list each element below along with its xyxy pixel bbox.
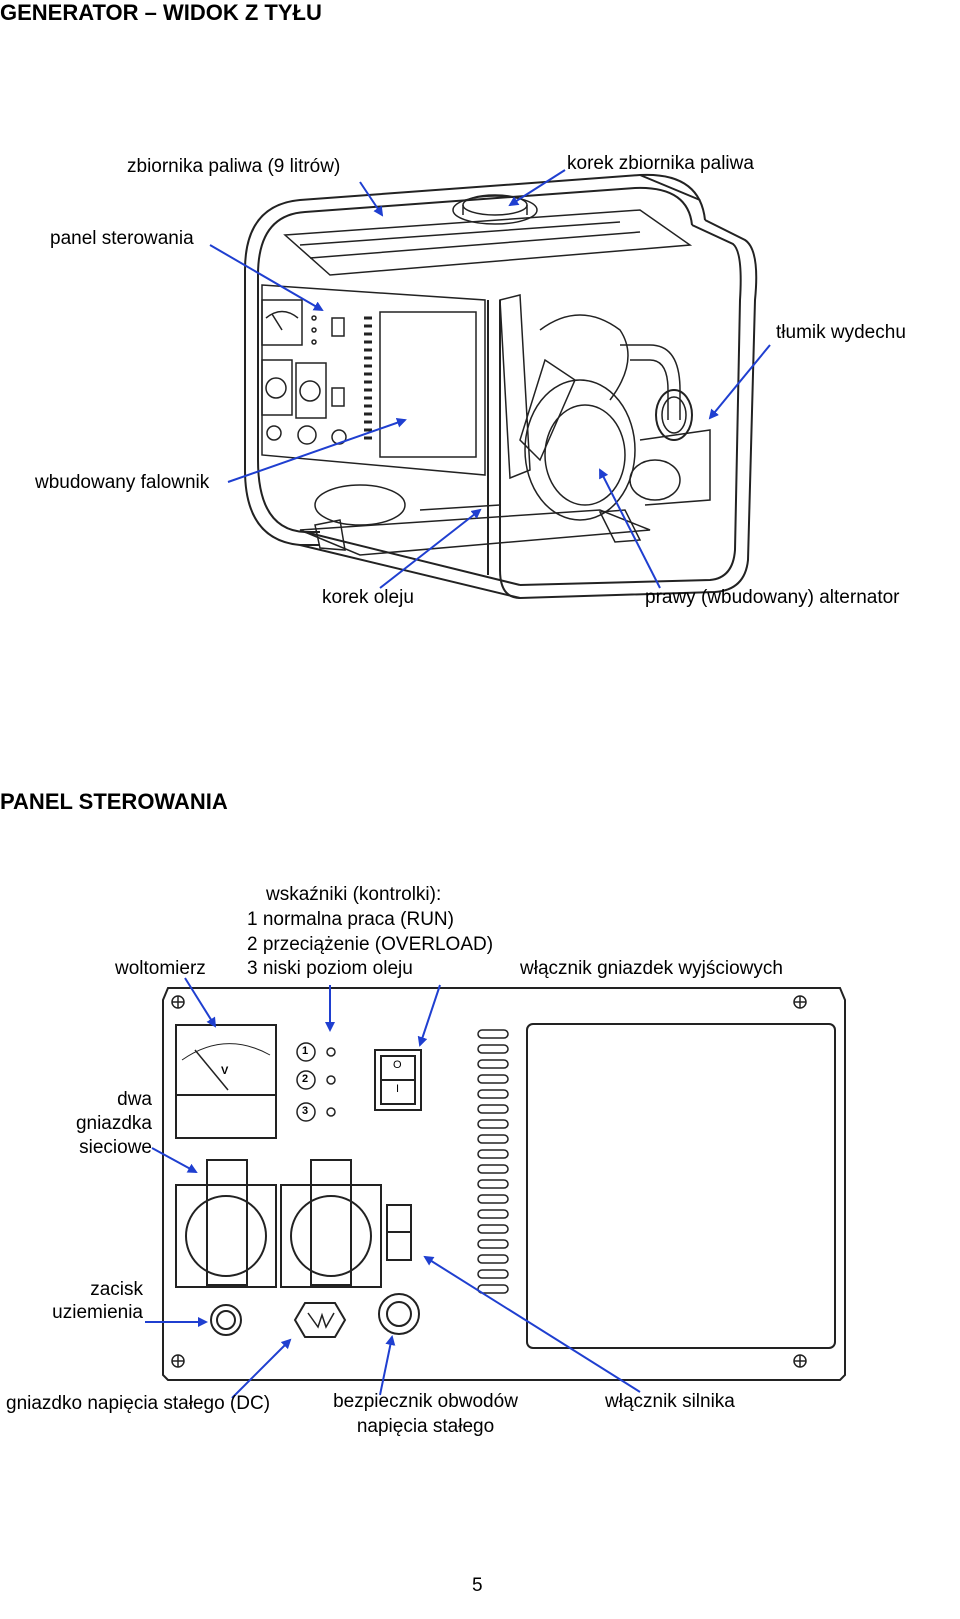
indicator-number-1: 1 — [302, 1045, 309, 1057]
label-sockets-3: sieciowe — [79, 1137, 152, 1158]
label-ground-1: zacisk — [90, 1279, 143, 1300]
generator-frame — [244, 173, 758, 599]
panel-vents — [364, 316, 372, 440]
label-fuel-cap: korek zbiornika paliwa — [567, 153, 754, 174]
label-voltmeter: woltomierz — [115, 958, 206, 979]
label-ground-2: uziemienia — [52, 1302, 143, 1323]
label-outlet-switch: włącznik gniazdek wyjściowych — [520, 958, 783, 979]
panel-screws — [171, 995, 807, 1368]
switch-off-mark: O — [393, 1059, 402, 1071]
panel-detail-vents — [477, 1029, 509, 1294]
label-inverter: wbudowany falownik — [35, 472, 210, 493]
label-sockets-1: dwa — [117, 1089, 152, 1110]
indicator-line-2: 2 przeciążenie (OVERLOAD) — [247, 934, 494, 955]
label-oil-cap: korek oleju — [322, 587, 414, 608]
indicator-line-3: 3 niski poziom oleju — [247, 958, 413, 979]
label-dc-socket: gniazdko napięcia stałego (DC) — [6, 1393, 271, 1414]
section2-arrows — [145, 977, 641, 1399]
label-dc-fuse-2: napięcia stałego — [356, 1416, 495, 1437]
control-panel-detail — [162, 987, 846, 1381]
label-muffler: tłumik wydechu — [776, 322, 906, 343]
generator-base — [299, 484, 651, 556]
indicators-heading: wskaźniki (kontrolki): — [266, 884, 442, 905]
indicator-leds — [296, 1042, 336, 1122]
label-engine-switch: włącznik silnika — [605, 1391, 735, 1412]
control-panel-face — [261, 284, 486, 476]
indicator-number-2: 2 — [302, 1073, 309, 1085]
label-sockets-2: gniazdka — [75, 1113, 152, 1134]
engine-assembly — [499, 294, 711, 521]
voltmeter-unit: V — [221, 1065, 229, 1077]
page-title: GENERATOR – WIDOK Z TYŁU — [0, 0, 322, 25]
section1-arrows — [209, 169, 771, 589]
indicator-line-1: 1 normalna praca (RUN) — [247, 909, 454, 930]
fuel-tank-shape — [283, 194, 693, 276]
label-alternator: prawy (wbudowany) alternator — [645, 587, 900, 608]
switch-on-mark: I — [396, 1083, 400, 1095]
page-number: 5 — [472, 1575, 483, 1596]
section-title-control-panel: PANEL STEROWANIA — [0, 789, 228, 814]
label-dc-fuse-1: bezpiecznik obwodów — [333, 1391, 518, 1412]
label-control-panel: panel sterowania — [50, 228, 194, 249]
indicator-number-3: 3 — [302, 1105, 309, 1117]
label-fuel-tank: zbiornika paliwa (9 litrów) — [127, 156, 341, 177]
